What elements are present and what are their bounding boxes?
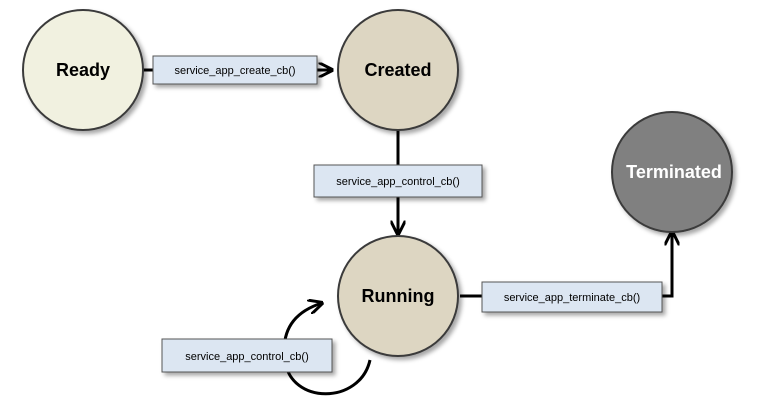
transition-terminate-label: service_app_terminate_cb() <box>504 292 640 304</box>
transition-terminate-label-box: service_app_terminate_cb() <box>481 281 663 313</box>
state-ready-label: Ready <box>56 60 110 80</box>
transition-control-label: service_app_control_cb() <box>336 176 460 188</box>
transition-create-label: service_app_create_cb() <box>174 65 295 77</box>
state-ready: Ready <box>22 9 144 131</box>
transition-control-loop-label-box: service_app_control_cb() <box>161 338 333 373</box>
transition-control-loop-label: service_app_control_cb() <box>185 351 309 363</box>
state-terminated: Terminated <box>611 111 733 233</box>
state-running-label: Running <box>362 286 435 306</box>
state-created-label: Created <box>364 60 431 80</box>
state-created: Created <box>337 9 459 131</box>
transition-create-label-box: service_app_create_cb() <box>152 55 318 85</box>
state-terminated-label: Terminated <box>626 162 722 182</box>
transition-control-label-box: service_app_control_cb() <box>313 164 483 198</box>
state-running: Running <box>337 235 459 357</box>
